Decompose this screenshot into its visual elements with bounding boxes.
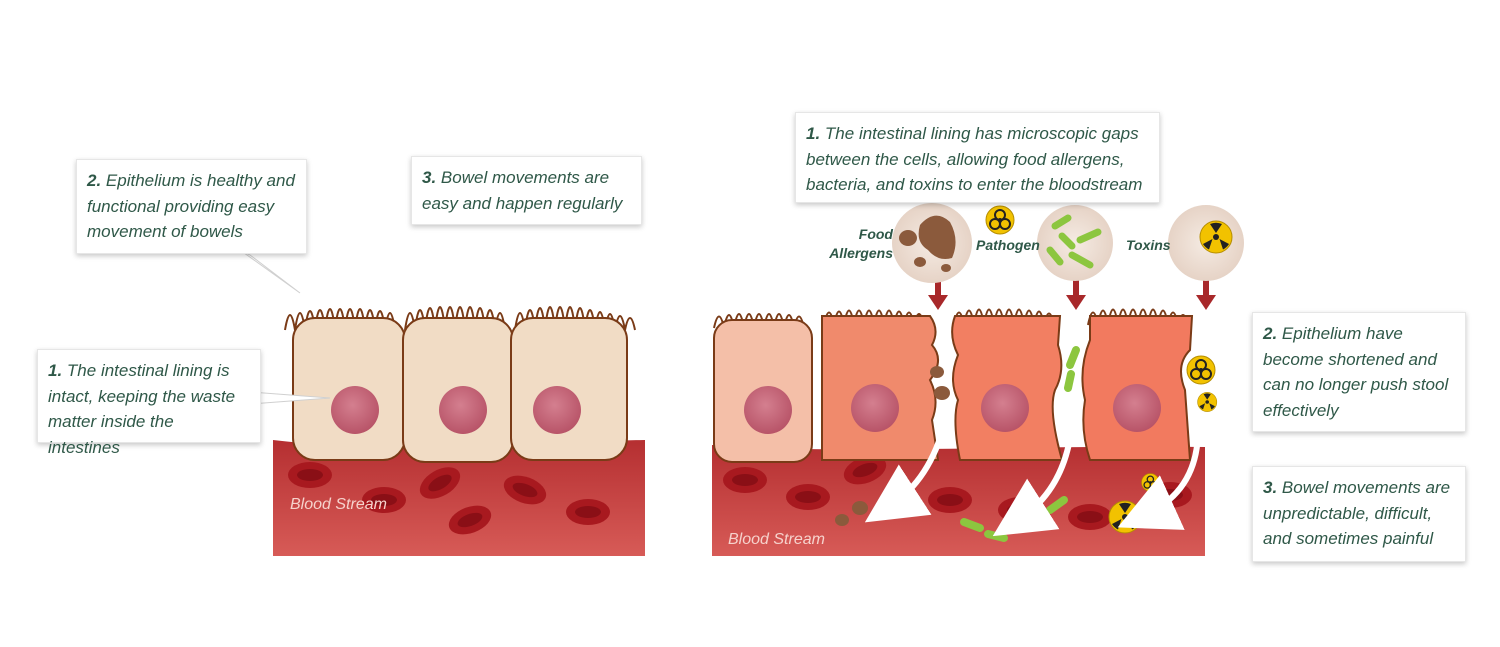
leaky-epithelium <box>713 308 1194 463</box>
callout-number: 3. <box>1263 478 1278 497</box>
callout-number: 1. <box>806 124 821 143</box>
healthy-epithelium <box>284 306 636 463</box>
callout-text: The intestinal lining has microscopic ga… <box>806 124 1143 194</box>
healthy-callout-epithelium: 2. Epithelium is healthy and functional … <box>76 159 307 254</box>
red-blood-cell <box>786 484 830 510</box>
healthy-cell <box>510 317 628 461</box>
callout-text: Bowel movements are unpredictable, diffi… <box>1263 478 1451 548</box>
healthy-blood-label: Blood Stream <box>290 496 387 513</box>
nucleus <box>744 386 792 434</box>
leak-arrows <box>864 421 1202 537</box>
pathogen-label: Pathogen <box>976 237 1040 253</box>
entry-arrows <box>928 275 1216 310</box>
allergen-particles <box>835 366 950 526</box>
radiation-icon <box>1197 392 1218 412</box>
food-allergens-label: Food Allergens <box>829 226 893 261</box>
leaky-blood-vessel <box>712 445 1205 556</box>
red-blood-cell <box>1068 504 1112 530</box>
red-blood-cell <box>723 467 767 493</box>
nucleus <box>439 386 487 434</box>
nucleus <box>331 386 379 434</box>
leaky-callout-lining: 1. The intestinal lining has microscopic… <box>795 112 1160 203</box>
biohazard-icon <box>985 205 1244 281</box>
red-blood-cell <box>288 462 332 488</box>
leaky-callout-bowel: 3. Bowel movements are unpredictable, di… <box>1252 466 1466 562</box>
healthy-callout-bowel: 3. Bowel movements are easy and happen r… <box>411 156 642 225</box>
leaky-blood-label: Blood Stream <box>728 531 825 548</box>
nucleus <box>1113 384 1161 432</box>
callout-number: 3. <box>422 168 437 187</box>
nucleus <box>851 384 899 432</box>
nucleus <box>981 384 1029 432</box>
toxins-label: Toxins <box>1126 237 1171 253</box>
radiation-icon <box>1108 500 1142 534</box>
pathogen-icon <box>1037 205 1113 281</box>
healthy-callout-lining: 1. The intestinal lining is intact, keep… <box>37 349 261 457</box>
leaky-callout-epithelium: 2. Epithelium have become shortened and … <box>1252 312 1466 432</box>
red-blood-cell <box>566 499 610 525</box>
callout-number: 1. <box>48 361 63 380</box>
food-allergen-icon <box>892 203 972 283</box>
red-blood-cell <box>928 487 972 513</box>
callout-pointer <box>239 249 301 294</box>
biohazard-icon <box>1186 355 1216 385</box>
biohazard-icon <box>1140 472 1160 492</box>
callout-text: The intestinal lining is intact, keeping… <box>48 361 236 457</box>
callout-text: Epithelium is healthy and functional pro… <box>87 171 295 241</box>
healthy-blood-vessel <box>273 440 645 556</box>
nucleus <box>533 386 581 434</box>
callout-number: 2. <box>1263 324 1278 343</box>
callout-text: Epithelium have become shortened and can… <box>1263 324 1449 420</box>
callout-number: 2. <box>87 171 102 190</box>
callout-text: Bowel movements are easy and happen regu… <box>422 168 623 213</box>
